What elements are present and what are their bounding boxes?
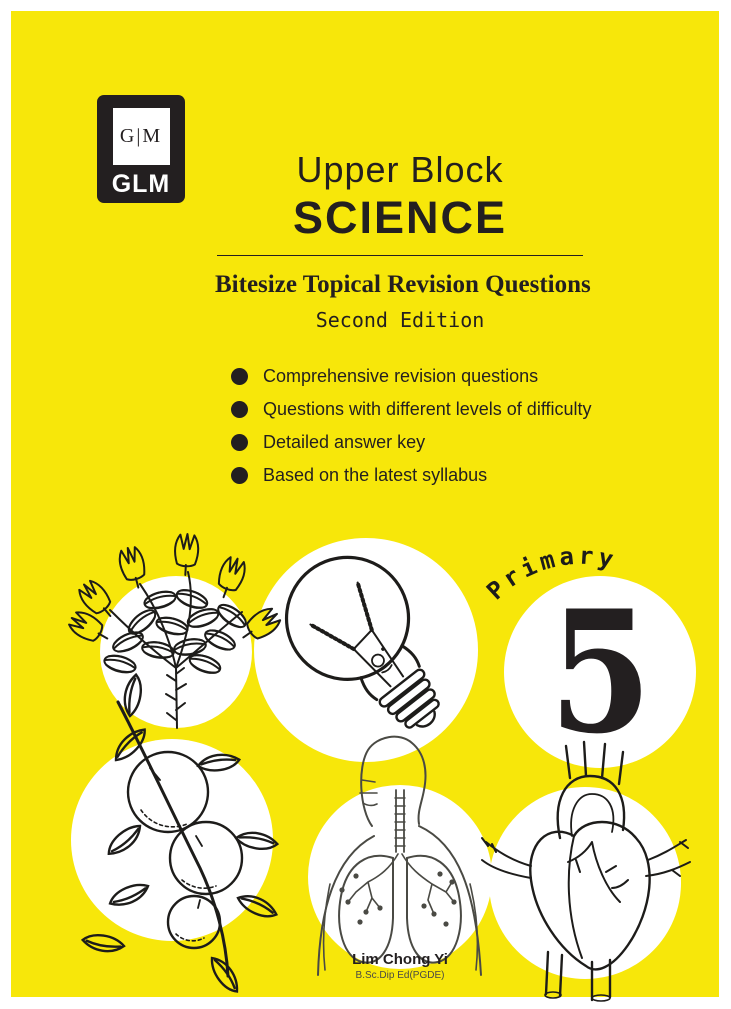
circle-fruit xyxy=(71,739,273,941)
human-heart-illustration xyxy=(481,740,691,1002)
title-block: Upper Block SCIENCE Bitesize Topical Rev… xyxy=(215,149,591,332)
feature-item: Detailed answer key xyxy=(231,426,592,459)
feature-item: Comprehensive revision questions xyxy=(231,360,592,393)
feature-text: Based on the latest syllabus xyxy=(263,465,488,485)
edition-label: Second Edition xyxy=(315,308,485,332)
fruit-branch-illustration xyxy=(80,672,280,998)
circle-level xyxy=(504,576,696,768)
feature-list: Comprehensive revision questions Questio… xyxy=(231,360,592,492)
circle-bulb xyxy=(254,538,478,762)
publisher-logo: G|M GLM xyxy=(97,95,185,203)
feature-text: Questions with different levels of diffi… xyxy=(263,399,592,419)
author-credentials: B.Sc.Dip Ed(PGDE) xyxy=(355,970,445,982)
bullet-icon xyxy=(231,434,248,451)
flowering-plant-illustration xyxy=(65,532,285,729)
subject-title: SCIENCE xyxy=(292,192,508,243)
publisher-name: GLM xyxy=(111,170,171,198)
bullet-icon xyxy=(231,401,248,418)
respiratory-system-illustration xyxy=(317,735,482,976)
author-block: Lim Chong Yi B.Sc.Dip Ed(PGDE) xyxy=(310,951,490,982)
light-bulb-illustration xyxy=(284,555,440,729)
feature-item: Questions with different levels of diffi… xyxy=(231,393,592,426)
author-name: Lim Chong Yi xyxy=(352,951,448,968)
bullet-icon xyxy=(231,467,248,484)
bullet-icon xyxy=(231,368,248,385)
feature-item: Based on the latest syllabus xyxy=(231,459,592,492)
feature-text: Detailed answer key xyxy=(263,432,426,452)
level-number: 5 xyxy=(549,573,652,771)
series-title: Upper Block xyxy=(296,149,504,190)
title-divider xyxy=(217,255,583,256)
feature-text: Comprehensive revision questions xyxy=(263,366,539,386)
publisher-monogram: G|M xyxy=(112,108,170,165)
circle-heart xyxy=(489,787,681,979)
book-subtitle: Bitesize Topical Revision Questions xyxy=(215,271,591,298)
